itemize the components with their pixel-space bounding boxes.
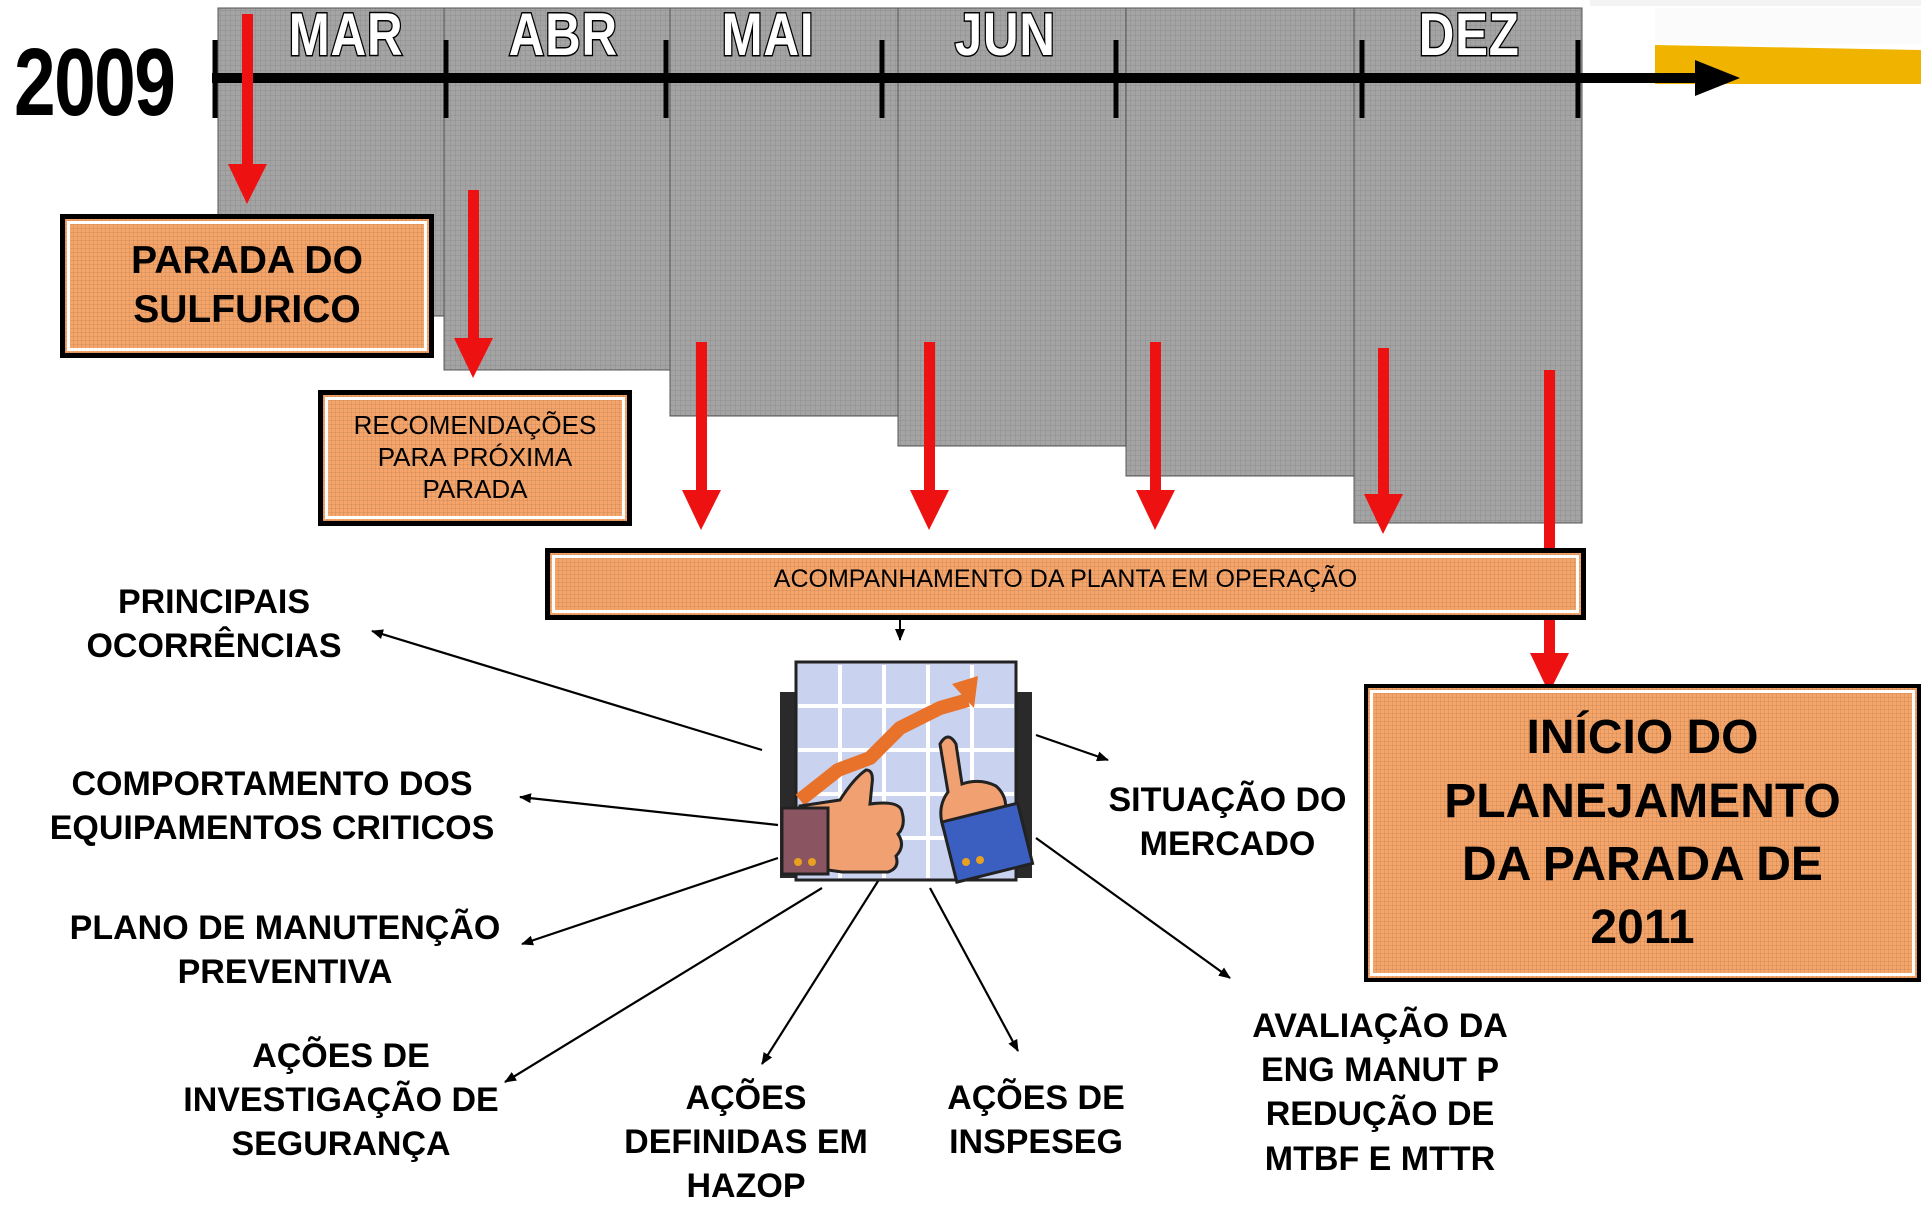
red-arrows — [228, 14, 1569, 693]
arrow-to-avaliacao — [1035, 837, 1231, 979]
month-dez: DEZ — [1418, 0, 1520, 70]
red-arrow-1 — [228, 14, 267, 204]
arrow-to-plano — [521, 856, 779, 946]
label-principais-ocorrencias: PRINCIPAIS OCORRÊNCIAS — [86, 583, 342, 666]
column-abr — [443, 7, 671, 371]
growth-line — [795, 693, 970, 806]
arrow-to-investigacao — [504, 887, 823, 1083]
month-mai: MAI — [720, 0, 815, 70]
column-blank — [1125, 7, 1355, 477]
connector-arrows — [371, 629, 1231, 1083]
box-recomendacoes: RECOMENDAÇÕES PARA PRÓXIMA PARADA — [318, 390, 632, 526]
arrow-to-comportamento — [519, 793, 779, 827]
box-parada-sulfurico-text: PARADA DO SULFURICO — [131, 239, 363, 331]
month-abr: ABR — [508, 0, 619, 70]
arrow-to-hazop — [761, 877, 881, 1065]
label-plano-manutencao: PLANO DE MANUTENÇÃO PREVENTIVA — [69, 909, 501, 992]
year-label: 2009 — [14, 29, 176, 136]
label-acoes-inspeseg: AÇÕES DE INSPESEG — [947, 1079, 1125, 1162]
corner-accent — [1590, 0, 1921, 84]
box-parada-sulfurico: PARADA DO SULFURICO — [60, 214, 434, 358]
box-acompanhamento: ACOMPANHAMENTO DA PLANTA EM OPERAÇÃO — [545, 548, 1586, 620]
month-mar: MAR — [288, 0, 404, 70]
left-sleeve — [780, 806, 830, 876]
label-acoes-investigacao: AÇÕES DE INVESTIGAÇÃO DE SEGURANÇA — [183, 1037, 499, 1164]
label-avaliacao-eng-manut: AVALIAÇÃO DA ENG MANUT P REDUÇÃO DE MTBF… — [1252, 1007, 1508, 1178]
arrow-to-principais — [371, 629, 763, 752]
arrow-to-mercado — [1035, 733, 1109, 762]
box-inicio-planejamento-text: INÍCIO DO PLANEJAMENTO DA PARADA DE 2011 — [1444, 711, 1841, 955]
growth-arrowhead — [952, 676, 978, 708]
box-acompanhamento-text: ACOMPANHAMENTO DA PLANTA EM OPERAÇÃO — [773, 564, 1358, 593]
red-arrow-2 — [454, 190, 493, 378]
arrow-to-inspeseg — [929, 887, 1019, 1052]
red-arrow-7 — [1530, 370, 1569, 693]
red-arrow-4 — [910, 342, 949, 530]
label-acoes-hazop: AÇÕES DEFINIDAS EM HAZOP — [624, 1079, 868, 1206]
box-inicio-planejamento: INÍCIO DO PLANEJAMENTO DA PARADA DE 2011 — [1364, 684, 1921, 982]
month-jun: JUN — [954, 0, 1057, 70]
red-arrow-6 — [1364, 348, 1403, 534]
timeline-axis — [212, 40, 1740, 118]
growth-chart-illustration — [780, 660, 1035, 885]
box-recomendacoes-text: RECOMENDAÇÕES PARA PRÓXIMA PARADA — [353, 410, 597, 504]
red-arrow-3 — [682, 342, 721, 530]
label-situacao-mercado: SITUAÇÃO DO MERCADO — [1108, 781, 1347, 864]
label-comportamento-equipamentos: COMPORTAMENTO DOS EQUIPAMENTOS CRITICOS — [49, 765, 495, 848]
red-arrow-5 — [1136, 342, 1175, 530]
timeline-arrowhead — [1695, 60, 1740, 96]
